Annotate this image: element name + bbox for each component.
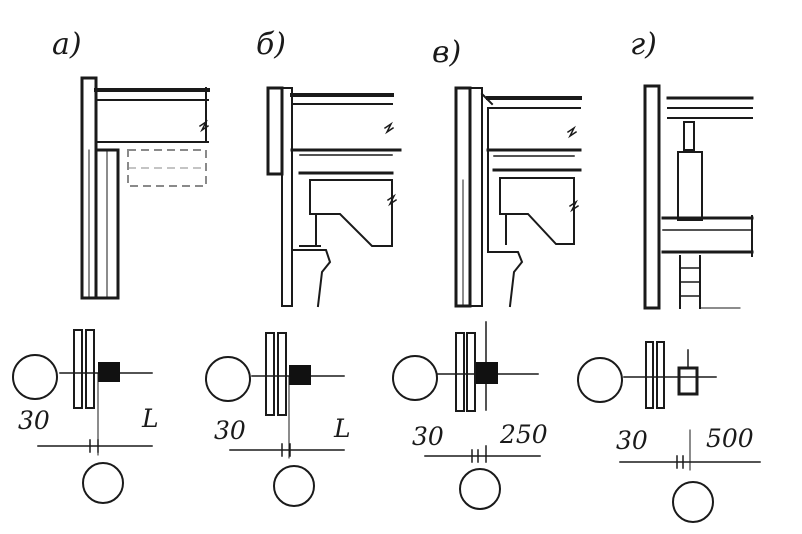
dim-left-c: 30 (412, 422, 444, 451)
panel-b-plan (205, 332, 345, 507)
variant-label-b: б) (256, 27, 287, 62)
dim-right-d: 500 (706, 424, 754, 453)
variant-label-a: а) (52, 27, 82, 62)
panel-b-elevation (266, 86, 402, 308)
panel-d-plan (577, 341, 761, 523)
panel-d (577, 84, 761, 523)
panel-a-elevation (80, 76, 210, 300)
panel-d-elevation (643, 84, 754, 310)
panel-c-section-fill (476, 362, 498, 384)
panel-c-plan (392, 321, 541, 510)
panel-c-elevation (454, 86, 582, 308)
variant-label-d: г) (630, 27, 657, 62)
panel-b-section-fill (289, 365, 311, 385)
dim-right-b: L (334, 414, 351, 443)
panel-a (12, 76, 210, 504)
dim-right-c: 250 (500, 420, 548, 449)
panel-c (392, 86, 582, 510)
panel-a-section-fill (98, 362, 120, 382)
dim-left-a: 30 (18, 406, 50, 435)
dim-left-b: 30 (214, 416, 246, 445)
variant-label-c: в) (432, 35, 462, 70)
panel-b (205, 86, 402, 507)
panel-a-plan (12, 329, 153, 504)
dim-left-d: 30 (616, 426, 648, 455)
dim-right-a: L (142, 404, 159, 433)
